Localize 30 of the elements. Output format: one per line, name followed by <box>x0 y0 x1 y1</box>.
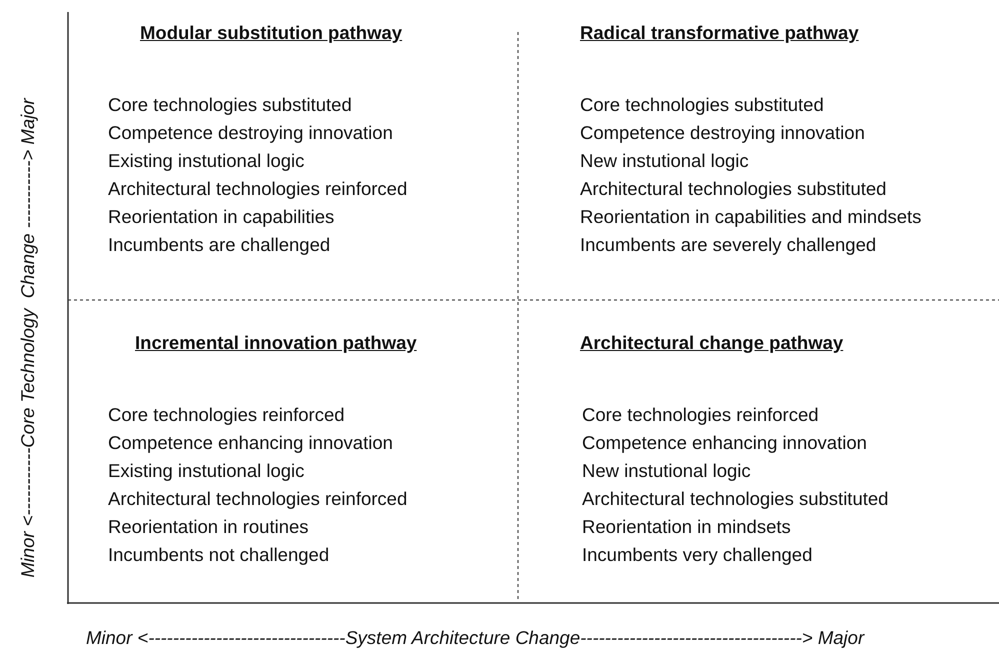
list-item: Reorientation in capabilities <box>108 206 334 228</box>
list-item: Existing instutional logic <box>108 150 304 172</box>
list-item: Core technologies substituted <box>108 94 352 116</box>
list-item: Architectural technologies reinforced <box>108 178 408 200</box>
list-item: Core technologies substituted <box>580 94 824 116</box>
list-item: Competence enhancing innovation <box>582 432 867 454</box>
list-item: Incumbents are challenged <box>108 234 330 256</box>
list-item: New instutional logic <box>580 150 749 172</box>
list-item: Architectural technologies reinforced <box>108 488 408 510</box>
list-item: Incumbents very challenged <box>582 544 812 566</box>
axis-label: Minor <--------------------------------System Architecture Change------------------------------------> Major <box>86 627 864 649</box>
list-item: Existing instutional logic <box>108 460 304 482</box>
list-item: Reorientation in mindsets <box>582 516 791 538</box>
list-item: Competence enhancing innovation <box>108 432 393 454</box>
list-item: Architectural technologies substituted <box>582 488 888 510</box>
list-item: Reorientation in capabilities and mindsets <box>580 206 922 228</box>
list-item: Core technologies reinforced <box>108 404 345 426</box>
quadrant-heading: Radical transformative pathway <box>580 22 859 44</box>
list-item: Core technologies reinforced <box>582 404 819 426</box>
list-item: Competence destroying innovation <box>580 122 865 144</box>
quadrant-heading: Modular substitution pathway <box>140 22 402 44</box>
quadrant-heading: Incremental innovation pathway <box>135 332 417 354</box>
list-item: New instutional logic <box>582 460 751 482</box>
list-item: Incumbents are severely challenged <box>580 234 876 256</box>
list-item: Architectural technologies substituted <box>580 178 886 200</box>
list-item: Competence destroying innovation <box>108 122 393 144</box>
list-item: Reorientation in routines <box>108 516 309 538</box>
quadrant-heading: Architectural change pathway <box>580 332 844 354</box>
list-item: Incumbents not challenged <box>108 544 330 566</box>
axis-label: Minor <-----------Core Technology Change -----------> Major <box>17 98 39 578</box>
